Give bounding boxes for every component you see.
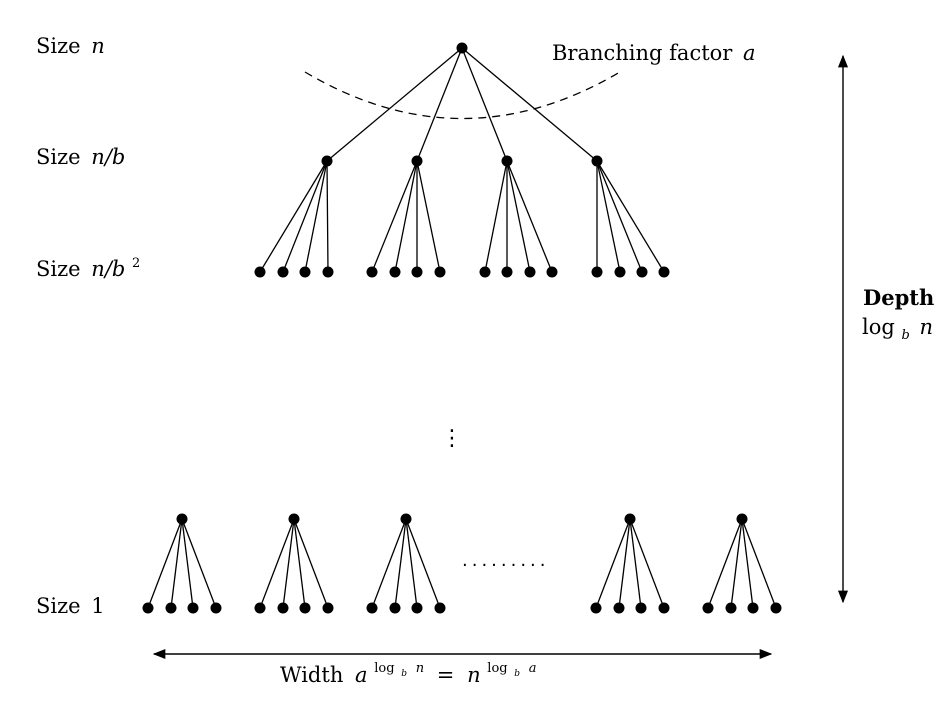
tree-root-node [456, 42, 468, 54]
tree-leaf-node [187, 602, 199, 614]
label-width: Width a log b n = n log b a [280, 653, 537, 687]
tree-edge [293, 518, 306, 609]
tree-level2-node [322, 266, 334, 278]
tree-level2-node [524, 266, 536, 278]
tree-leaf-node [613, 602, 625, 614]
tree-level1-node [591, 155, 603, 167]
tree-edge [506, 160, 531, 273]
tree-leaf-node [702, 602, 714, 614]
tree-bottom-parent-node [736, 513, 748, 525]
tree-level2-node [254, 266, 266, 278]
tree-leaf-node [142, 602, 154, 614]
tree-edge [629, 518, 665, 609]
tree-edge [405, 518, 418, 609]
label-depth: Depth [863, 285, 934, 310]
horizontal-ellipsis: ......... [462, 550, 550, 571]
tree-leaf-node [411, 602, 423, 614]
tree-edge [170, 518, 183, 609]
label-size-n-over-b-squared: Size n/b 2 [36, 256, 140, 281]
tree-edge [181, 518, 194, 609]
tree-leaf-node [747, 602, 759, 614]
tree-leaf-node [389, 602, 401, 614]
label-size-n: Size n [36, 34, 105, 58]
tree-level2-node [299, 266, 311, 278]
tree-level2-node [479, 266, 491, 278]
tree-edge [181, 518, 217, 609]
tree-level2-node [434, 266, 446, 278]
tree-level2-node [389, 266, 401, 278]
tree-edge [596, 160, 665, 273]
tree-edge [741, 518, 754, 609]
tree-edge [461, 47, 508, 162]
tree-edge [394, 518, 407, 609]
tree-leaf-node [366, 602, 378, 614]
tree-leaf-node [299, 602, 311, 614]
tree-edge [416, 160, 441, 273]
tree-leaf-node [725, 602, 737, 614]
tree-bottom-parent-node [624, 513, 636, 525]
tree-edge [394, 160, 418, 273]
tree-edge [461, 47, 598, 162]
tree-bottom-parent-node [288, 513, 300, 525]
tree-leaf-node [658, 602, 670, 614]
tree-edge [596, 160, 621, 273]
tree-edge [259, 160, 328, 273]
branching-arc [304, 71, 621, 120]
tree-edge [707, 518, 743, 609]
tree-leaf-node [434, 602, 446, 614]
tree-edge [326, 160, 329, 273]
tree-leaf-node [254, 602, 266, 614]
tree-edge [484, 160, 508, 273]
tree-edge [282, 518, 295, 609]
tree-edge [629, 518, 642, 609]
tree-level2-node [658, 266, 670, 278]
tree-edge [304, 160, 328, 273]
tree-leaf-node [590, 602, 602, 614]
tree-edge [282, 160, 328, 273]
tree-edge [730, 518, 743, 609]
tree-leaf-node [322, 602, 334, 614]
tree-edge [741, 518, 777, 609]
label-size-n-over-b: Size n/b [36, 145, 125, 169]
tree-edge [371, 160, 418, 273]
tree-nodes-and-edges [142, 42, 782, 614]
tree-leaf-node [165, 602, 177, 614]
tree-level2-node [411, 266, 423, 278]
tree-edge [416, 47, 463, 162]
label-size-1: Size 1 [36, 594, 105, 618]
tree-edge [596, 160, 643, 273]
tree-level2-node [591, 266, 603, 278]
tree-edge [595, 518, 631, 609]
tree-leaf-node [635, 602, 647, 614]
label-branching-factor: Branching factor a [552, 41, 756, 65]
tree-leaf-node [277, 602, 289, 614]
tree-edge [326, 47, 463, 162]
vertical-ellipsis: ⋮ [441, 426, 463, 451]
label-depth-value: log b n [862, 315, 933, 344]
tree-level2-node [501, 266, 513, 278]
tree-level2-node [546, 266, 558, 278]
tree-leaf-node [770, 602, 782, 614]
tree-level2-node [366, 266, 378, 278]
tree-level1-node [321, 155, 333, 167]
tree-level1-node [411, 155, 423, 167]
tree-edge [371, 518, 407, 609]
tree-bottom-parent-node [400, 513, 412, 525]
tree-level2-node [636, 266, 648, 278]
tree-bottom-parent-node [176, 513, 188, 525]
tree-level2-node [277, 266, 289, 278]
tree-edge [293, 518, 329, 609]
tree-leaf-node [210, 602, 222, 614]
tree-level1-node [501, 155, 513, 167]
tree-edge [259, 518, 295, 609]
tree-edge [147, 518, 183, 609]
tree-edge [506, 160, 553, 273]
tree-edge [405, 518, 441, 609]
tree-level2-node [614, 266, 626, 278]
tree-edge [618, 518, 631, 609]
